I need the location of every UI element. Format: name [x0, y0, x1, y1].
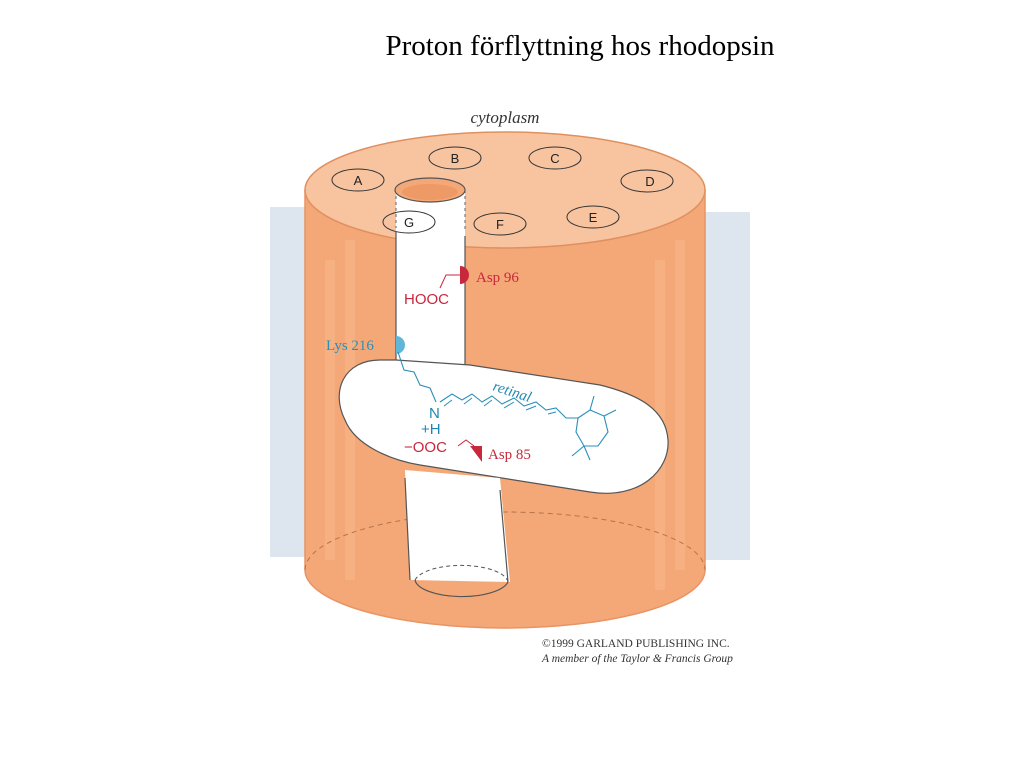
membrane-right — [704, 212, 750, 560]
helix-label-e: E — [589, 210, 598, 225]
helix-label-a: A — [354, 173, 363, 188]
upper-channel — [396, 190, 465, 390]
lysine-chain — [397, 351, 437, 403]
helix-label-d: D — [645, 174, 654, 189]
hooc-label: HOOC — [404, 291, 449, 308]
retinal-pocket — [338, 359, 669, 494]
helix-label-g: G — [404, 215, 414, 230]
cylinder-top — [304, 131, 706, 249]
slide-title: Proton förflyttning hos rhodopsin — [385, 30, 775, 62]
helix-oval-e — [566, 205, 620, 229]
retinal-chain — [439, 393, 578, 419]
helix-ovals — [331, 146, 674, 236]
asp96-label: Asp 96 — [476, 270, 519, 286]
cytoplasm-label: cytoplasm — [471, 108, 540, 127]
asp85-marker — [470, 446, 482, 462]
helix-label-c: C — [550, 151, 559, 166]
ooc-label: −OOC — [404, 439, 447, 456]
lys216-marker — [396, 336, 405, 354]
helix-oval-g — [382, 210, 436, 234]
helix-oval-f — [473, 212, 527, 236]
bottom-rim-dashed — [304, 511, 706, 571]
proton-label: +H — [421, 421, 441, 438]
nitrogen-label: N — [429, 405, 440, 422]
asp96-marker — [460, 266, 469, 284]
ionone-ring — [571, 395, 617, 461]
lower-channel — [405, 470, 510, 582]
helix-oval-a — [331, 168, 385, 192]
helix-label-f: F — [496, 217, 504, 232]
helix-oval-c — [528, 146, 582, 170]
asp85-label: Asp 85 — [488, 447, 531, 463]
lys216-label: Lys 216 — [326, 338, 374, 354]
copyright-line: ©1999 GARLAND PUBLISHING INC. — [542, 638, 730, 650]
helix-oval-b — [428, 146, 482, 170]
retinal-chain-double — [443, 397, 557, 415]
publisher-line: A member of the Taylor & Francis Group — [541, 653, 733, 665]
helix-oval-d — [620, 169, 674, 193]
membrane-left — [270, 207, 306, 557]
helix-label-b: B — [451, 151, 460, 166]
